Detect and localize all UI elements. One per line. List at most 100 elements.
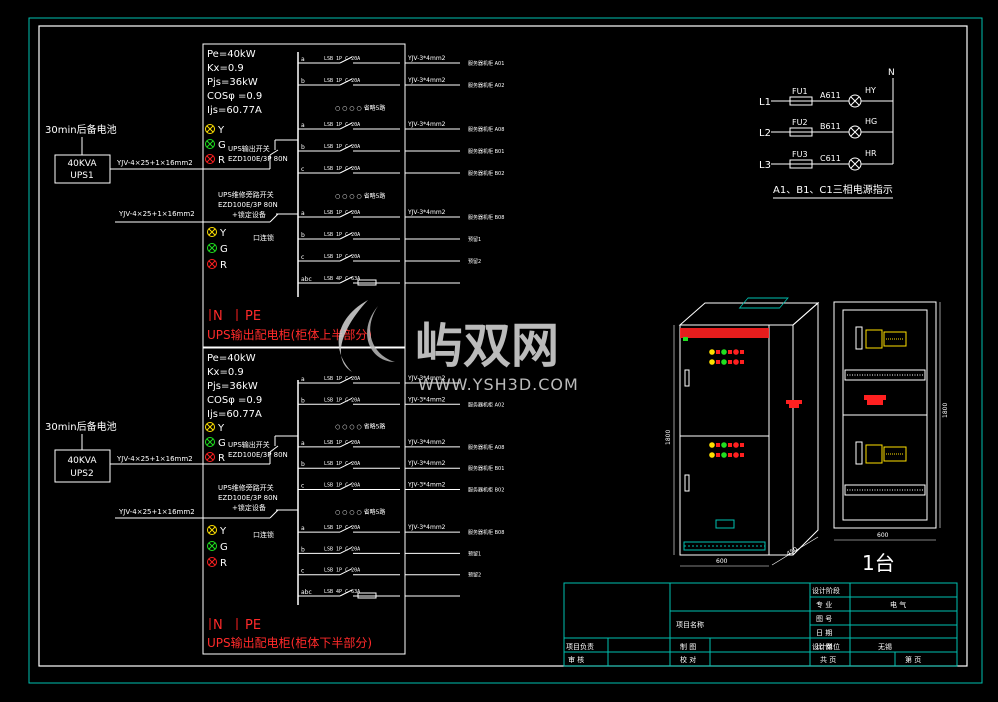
cable-label: C611 bbox=[820, 154, 841, 163]
lower-param-cos: COSφ =0.9 bbox=[207, 395, 262, 406]
upper-schematic: Pe=40kW Kx=0.9 Pjs=36kW COSφ =0.9 Ijs=60… bbox=[45, 43, 504, 348]
lower-phase-label: a bbox=[301, 376, 305, 383]
lower-breaker-label: LSB 1P C 20A bbox=[324, 397, 360, 403]
lower-load-label: 服务器机柜 B02 bbox=[468, 487, 504, 494]
lower-out-switch-name: UPS输出开关 bbox=[228, 440, 270, 449]
upper-indicator-r2: R bbox=[207, 259, 227, 271]
lower-n-label: N bbox=[213, 618, 223, 633]
cabinet-count: 1台 bbox=[862, 551, 895, 575]
title-block: 设计阶段 专 业 电 气 图 号 日 期 比 例 项目名称 项目负责 制 图 设… bbox=[563, 582, 958, 667]
upper-indicator-g2: G bbox=[207, 243, 228, 255]
svg-text:450: 450 bbox=[786, 546, 800, 558]
lower-breaker-label: LSB 1P C 20A bbox=[324, 546, 360, 552]
tb-page: 第 页 bbox=[905, 655, 921, 664]
upper-cable-label: YJV-3*4mm2 bbox=[407, 55, 446, 62]
side-width-dim: 600 bbox=[834, 532, 936, 541]
lower-indicator-g: G bbox=[205, 437, 226, 449]
upper-indicator-y2: Y bbox=[207, 227, 227, 239]
lower-phase-label: a bbox=[301, 440, 305, 447]
door-lamp-icon bbox=[721, 349, 727, 355]
upper-interlock: 口连锁 bbox=[253, 233, 274, 242]
lower-breaker-label: LSB 1P C 20A bbox=[324, 525, 360, 531]
lamp-label: HR bbox=[865, 149, 877, 158]
inner-frame bbox=[38, 25, 968, 667]
lower-phase-label: b bbox=[301, 397, 305, 404]
upper-param-kx: Kx=0.9 bbox=[207, 63, 244, 74]
lower-indicator-g2: G bbox=[207, 541, 228, 553]
upper-indicator-r: R bbox=[205, 154, 225, 166]
lower-indicator-r: R bbox=[205, 452, 225, 464]
line-label: L2 bbox=[759, 128, 771, 139]
svg-text:R: R bbox=[220, 558, 227, 569]
tb-drawing-no: 图 号 bbox=[816, 615, 832, 623]
line-label: L1 bbox=[759, 97, 771, 108]
tb-date: 日 期 bbox=[816, 629, 832, 637]
cabinet-width-dim: 600 bbox=[680, 558, 769, 567]
upper-battery-label: 30min后备电池 bbox=[45, 123, 117, 136]
lower-param-kx: Kx=0.9 bbox=[207, 367, 244, 378]
upper-cable-label: YJV-3*4mm2 bbox=[407, 121, 446, 128]
upper-load-label: 预留1 bbox=[468, 236, 481, 243]
upper-param-ijs: Ijs=60.77A bbox=[207, 105, 262, 116]
ups2-name: UPS2 bbox=[70, 469, 93, 479]
indicator-row: L3 FU3 C611 HR bbox=[759, 149, 893, 171]
door-lamp-icon bbox=[721, 442, 727, 448]
lower-breaker-label: LSB 1P C 20A bbox=[324, 376, 360, 382]
door-lamp-icon bbox=[709, 349, 715, 355]
ups2-box bbox=[54, 449, 111, 483]
outer-frame bbox=[28, 17, 983, 684]
upper-pe-label: PE bbox=[245, 309, 261, 324]
cabinet-depth-dim: 450 bbox=[771, 536, 819, 566]
door-lamp-icon bbox=[709, 359, 715, 365]
lower-cable-label: YJV-3*4mm2 bbox=[407, 460, 446, 467]
tb-drawn: 制 图 bbox=[680, 642, 696, 651]
upper-branch-row: ○ ○ ○ ○ 省略5路 bbox=[335, 104, 385, 112]
indicator-caption: A1、B1、C1三相电源指示 bbox=[773, 183, 893, 196]
upper-phase-label: b bbox=[301, 144, 305, 151]
svg-text:Y: Y bbox=[217, 423, 225, 434]
lower-param-ijs: Ijs=60.77A bbox=[207, 409, 262, 420]
upper-breaker-label: LSB 1P C 20A bbox=[324, 122, 360, 128]
lower-breaker-label: LSB 1P C 20A bbox=[324, 483, 360, 489]
lower-out-switch-model: EZD100E/3P 80N bbox=[228, 451, 288, 459]
watermark-url: WWW.YSH3D.COM bbox=[418, 375, 579, 394]
ups2-capacity: 40KVA bbox=[67, 456, 97, 466]
fuse-label: FU3 bbox=[792, 150, 808, 159]
svg-text:600: 600 bbox=[716, 558, 728, 565]
upper-cable-label: YJV-3*4mm2 bbox=[407, 209, 446, 216]
lower-cable-label: YJV-3*4mm2 bbox=[407, 439, 446, 446]
upper-caption: UPS输出配电柜(柜体上半部分) bbox=[207, 327, 372, 342]
upper-phase-label: a bbox=[301, 122, 305, 129]
svg-text:600: 600 bbox=[877, 532, 889, 539]
svg-text:Y: Y bbox=[219, 526, 227, 537]
upper-load-label: 服务器机柜 B02 bbox=[468, 170, 504, 177]
line-label: L3 bbox=[759, 160, 771, 171]
lower-pe-label: PE bbox=[245, 618, 261, 633]
lower-bypass-name: UPS维修旁路开关 bbox=[218, 483, 274, 492]
lower-cable-label: YJV-3*4mm2 bbox=[407, 482, 446, 489]
lower-param-pjs: Pjs=36kW bbox=[207, 381, 258, 392]
cabinet-height-dim: 1800 bbox=[665, 325, 675, 555]
upper-out-switch-name: UPS输出开关 bbox=[228, 144, 270, 153]
lower-caption: UPS输出配电柜(柜体下半部分) bbox=[207, 635, 372, 650]
ups1-capacity: 40KVA bbox=[67, 159, 97, 169]
upper-phase-label: abc bbox=[301, 276, 312, 283]
lower-breaker-label: LSB 1P C 20A bbox=[324, 461, 360, 467]
upper-n-label: N bbox=[213, 309, 223, 324]
upper-bypass-model: EZD100E/3P 80N bbox=[218, 201, 278, 209]
lower-indicator-r2: R bbox=[207, 557, 227, 569]
lower-phase-label: a bbox=[301, 525, 305, 532]
lower-load-label: 服务器机柜 B01 bbox=[468, 465, 504, 472]
lower-cable-label: YJV-3*4mm2 bbox=[407, 396, 446, 403]
lower-cable-label: YJV-3*4mm2 bbox=[407, 524, 446, 531]
